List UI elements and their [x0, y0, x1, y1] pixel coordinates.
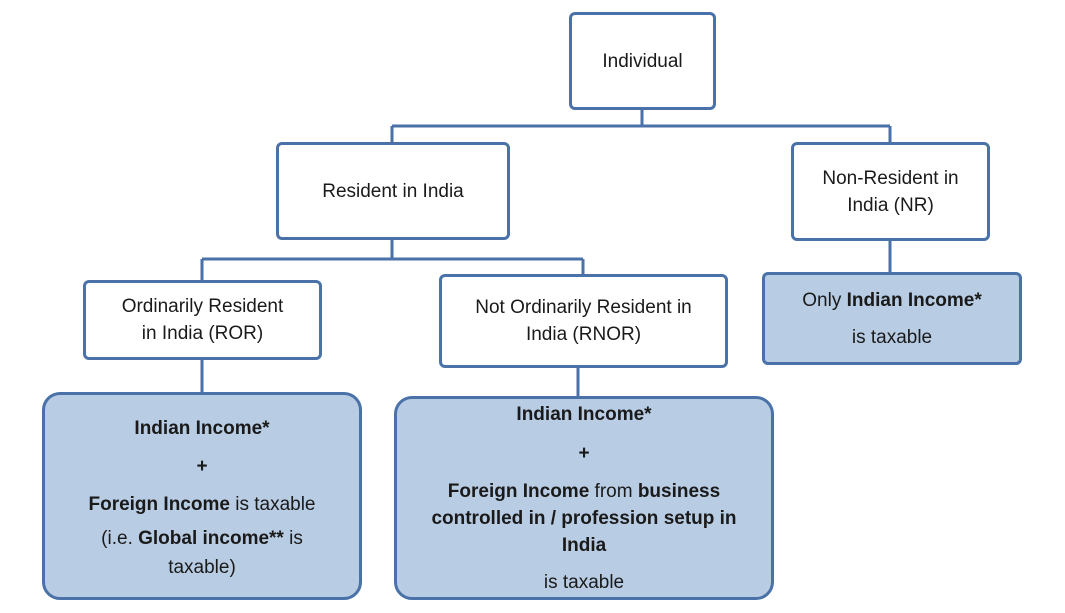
ror-node: Ordinarily Resident in India (ROR) — [83, 280, 322, 360]
ror-label-line1: Ordinarily Resident — [121, 296, 284, 317]
nr-taxable-line2: is taxable — [851, 326, 933, 348]
ror-is-text: is — [283, 528, 303, 549]
rnor-foreign-income: Foreign Income — [447, 481, 590, 502]
only-text: Only — [802, 289, 847, 311]
ror-global-income: Global income** — [138, 528, 284, 549]
rnor-label-line2: India (RNOR) — [525, 324, 642, 345]
individual-label: Individual — [602, 50, 683, 72]
ror-ie-text: (i.e. — [101, 528, 139, 549]
nonresident-node: Non-Resident in India (NR) — [791, 142, 990, 241]
rnor-foreign-income-line: Foreign Income from business — [448, 478, 720, 505]
individual-node: Individual — [569, 12, 716, 110]
rnor-node: Not Ordinarily Resident in India (RNOR) — [439, 274, 728, 368]
rnor-taxable-box: Indian Income* + Foreign Income from bus… — [394, 396, 774, 600]
rnor-business-text: business — [637, 481, 721, 502]
ror-plus-sign: + — [196, 456, 208, 477]
nr-taxable-line1: Only Indian Income* — [802, 282, 982, 319]
ror-foreign-income-line: Foreign Income is taxable — [88, 486, 315, 524]
ror-label-line2: in India (ROR) — [141, 323, 264, 344]
rnor-from-text: from — [589, 481, 638, 502]
rnor-is-taxable: is taxable — [543, 572, 625, 593]
rnor-label-line1: Not Ordinarily Resident in — [475, 297, 692, 318]
ror-taxable-box: Indian Income* + Foreign Income is taxab… — [42, 392, 362, 600]
ror-is-taxable: is taxable — [229, 494, 316, 515]
resident-node: Resident in India — [276, 142, 510, 240]
nonresident-label-line1: Non-Resident in — [822, 167, 959, 189]
rnor-indian-income: Indian Income* — [516, 404, 652, 425]
ror-foreign-income: Foreign Income — [88, 494, 230, 515]
indian-income-text: Indian Income* — [846, 289, 982, 311]
rnor-controlled-line: controlled in / profession setup in — [431, 508, 737, 529]
resident-label: Resident in India — [322, 180, 464, 202]
rnor-plus-sign: + — [578, 443, 590, 464]
ror-global-income-line: (i.e. Global income** is — [101, 524, 303, 554]
rnor-india-line: India — [561, 535, 607, 556]
ror-indian-income: Indian Income* — [134, 418, 270, 439]
nr-taxable-box: Only Indian Income* is taxable — [762, 272, 1022, 365]
ror-taxable-close: taxable) — [168, 557, 236, 578]
nonresident-label-line2: India (NR) — [847, 194, 934, 216]
